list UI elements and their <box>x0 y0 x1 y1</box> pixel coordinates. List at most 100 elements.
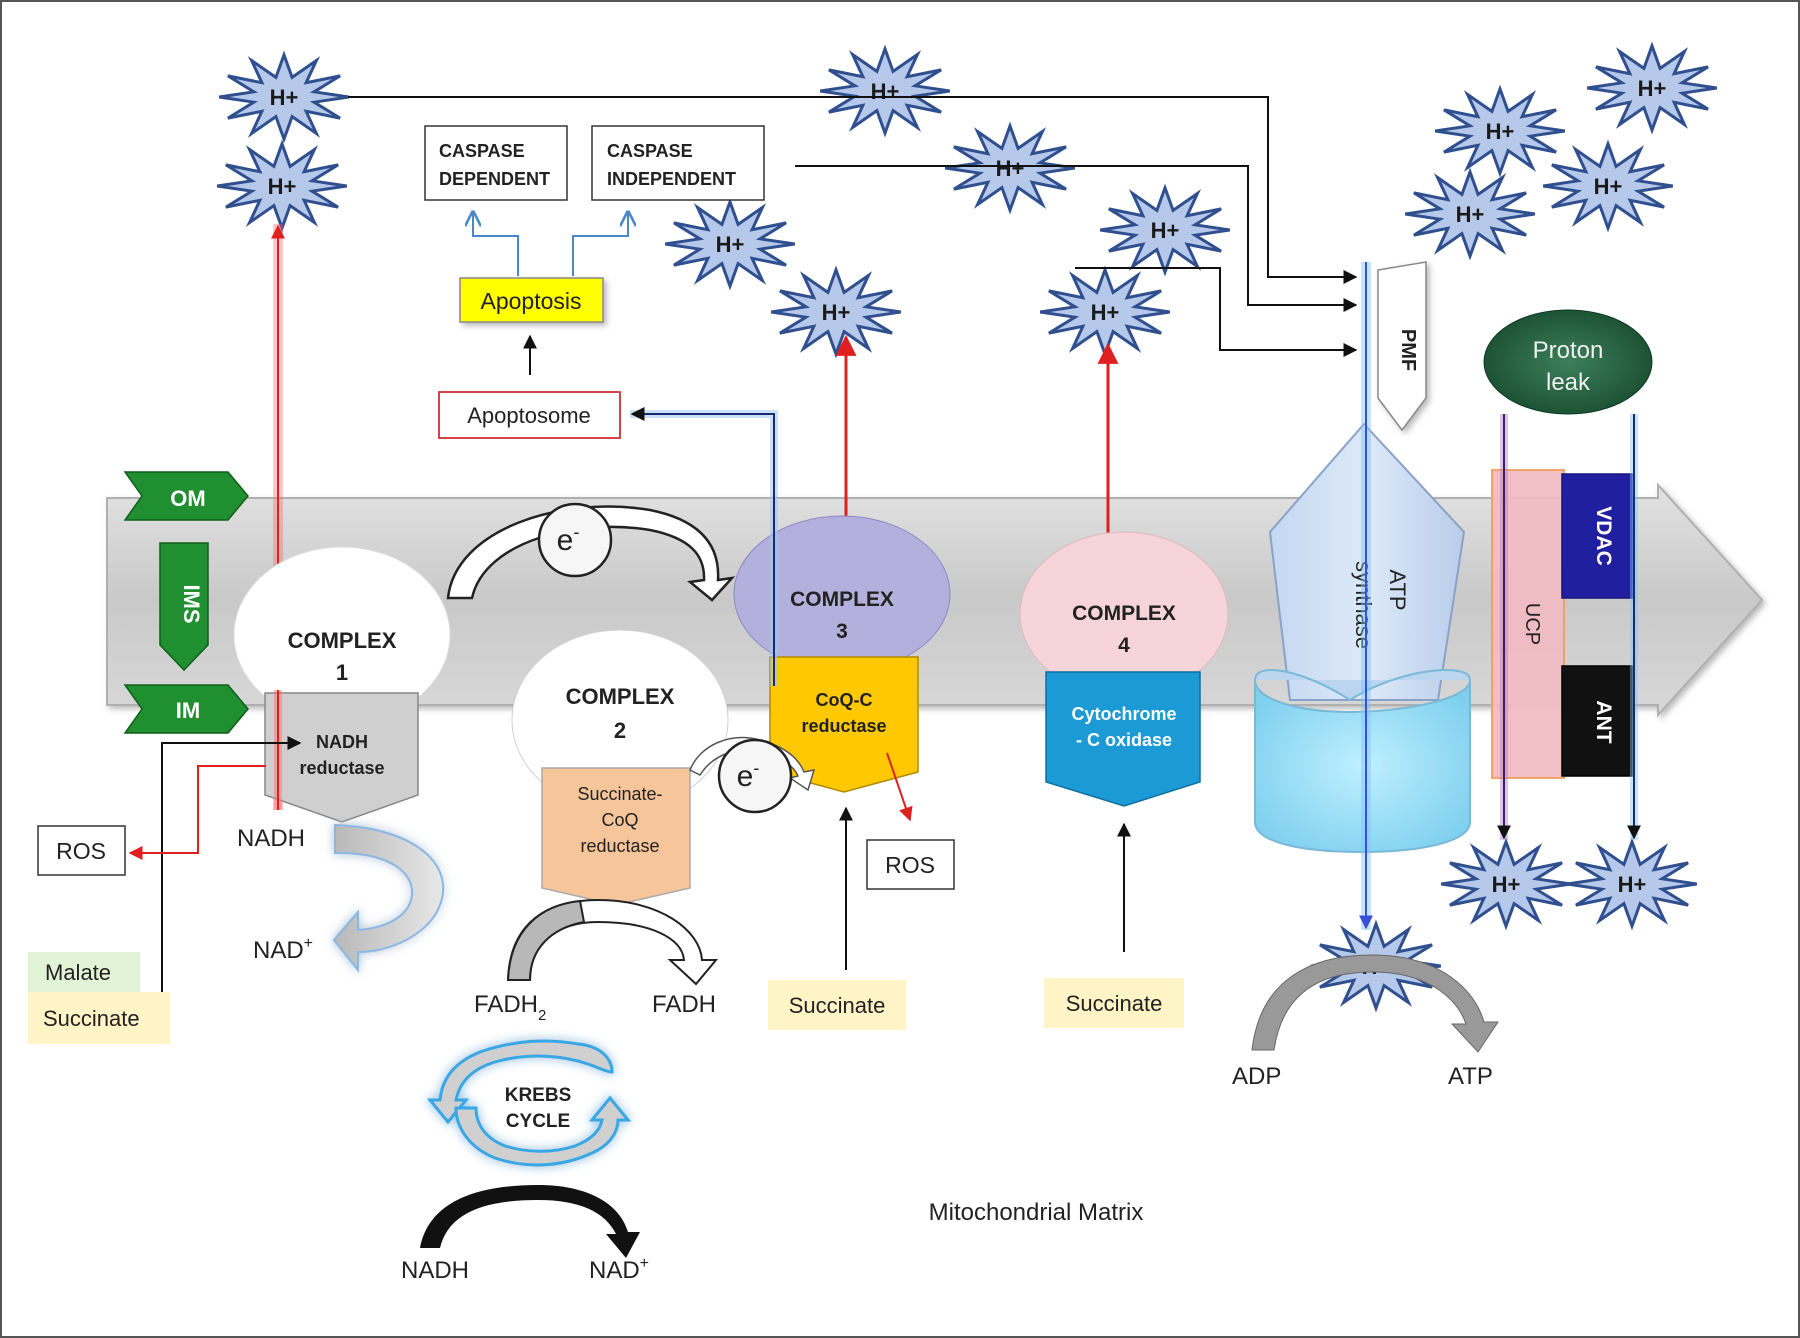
hplus-label: H+ <box>1456 202 1485 227</box>
pmf-line-1 <box>348 96 1358 284</box>
malate-succinate-box: Malate Succinate <box>28 952 170 1044</box>
hplus-star-7: H+ <box>819 44 951 138</box>
hplus-label: H+ <box>1594 174 1623 199</box>
atp-synthase-line1: ATP <box>1385 569 1410 610</box>
complex1-title: COMPLEX <box>288 628 397 653</box>
complex-2: COMPLEX 2 Succinate- CoQ reductase <box>511 629 729 906</box>
complex1-sub-line2: reductase <box>299 758 384 778</box>
complex2-title: COMPLEX <box>566 684 675 709</box>
hplus-star-shape <box>1542 139 1674 233</box>
nad-label-1: NAD+ <box>253 935 313 964</box>
atp-synthase-f1-cylinder <box>1254 679 1471 854</box>
electron-top: e- <box>537 502 613 578</box>
hplus-star-14: H+ <box>1440 837 1572 931</box>
complex2-sub-line3: reductase <box>580 836 659 856</box>
hplus-star-12: H+ <box>1404 167 1536 261</box>
pmf-arrow: PMF <box>1377 261 1427 432</box>
branch-to-dependent <box>473 212 519 276</box>
im-arrow: IM <box>123 684 249 734</box>
hplus-star-6: H+ <box>1099 183 1231 277</box>
hplus-label: H+ <box>270 85 299 110</box>
complex4-title: COMPLEX <box>1072 602 1176 625</box>
hplus-star-2: H+ <box>216 139 348 233</box>
om-label: OM <box>170 486 205 511</box>
nad-label-2: NAD+ <box>589 1255 649 1284</box>
caspase-independent-line1: CASPASE <box>607 141 693 161</box>
hplus-star-shape <box>1586 41 1718 135</box>
fadh2-label: FADH2 <box>474 991 546 1024</box>
complex3-sub-line1: CoQ-C <box>816 690 873 710</box>
hplus-label: H+ <box>1618 872 1647 897</box>
hplus-label: H+ <box>822 300 851 325</box>
complex4-number: 4 <box>1118 634 1130 657</box>
proton-leak: Proton leak <box>1483 309 1653 415</box>
caspase-dependent-line1: CASPASE <box>439 141 525 161</box>
succinate-label-1: Succinate <box>43 1006 140 1031</box>
hplus-star-shape <box>1440 837 1572 931</box>
complex4-sub-line1: Cytochrome <box>1071 704 1176 724</box>
complex1-number: 1 <box>336 660 348 685</box>
complex1-nadh-reductase <box>264 692 419 823</box>
hplus-label: H+ <box>716 232 745 257</box>
malate-label: Malate <box>45 960 111 985</box>
complex4-cytochrome-c-oxidase <box>1045 671 1201 807</box>
ucp-label: UCP <box>1521 603 1543 645</box>
hplus-star-shape <box>1566 837 1698 931</box>
nadh-label-1: NADH <box>237 825 305 852</box>
ims-label: IMS <box>179 584 204 623</box>
hplus-star-10: H+ <box>1586 41 1718 135</box>
atp-label: ATP <box>1448 1063 1493 1090</box>
vdac: VDAC <box>1561 473 1633 599</box>
hplus-star-shape <box>218 50 350 144</box>
hplus-star-shape <box>1434 84 1566 178</box>
caspase-independent-line2: INDEPENDENT <box>607 169 736 189</box>
im-label: IM <box>176 698 200 723</box>
hplus-label: H+ <box>1486 119 1515 144</box>
complex3-number: 3 <box>836 620 848 643</box>
apoptosis-box: Apoptosis <box>459 277 604 323</box>
complex3-to-ros-arrow <box>886 752 913 822</box>
complex2-succinate-coq-reductase <box>541 767 691 906</box>
complex-1: COMPLEX 1 NADH reductase <box>233 546 451 823</box>
hplus-star-shape <box>1404 167 1536 261</box>
complex1-to-ros-line <box>128 765 266 860</box>
ims-arrow: IMS <box>159 542 209 672</box>
succinate-label-2: Succinate <box>789 993 886 1018</box>
ant: ANT <box>1561 665 1633 777</box>
atp-synthase-line2: synthase <box>1351 561 1376 649</box>
hplus-star-9: H+ <box>1434 84 1566 178</box>
branch-to-independent <box>572 212 628 276</box>
complex-4: COMPLEX 4 Cytochrome - C oxidase <box>1019 531 1229 807</box>
hplus-label: H+ <box>1492 872 1521 897</box>
pmf-feed-lines <box>348 96 1358 357</box>
ros-label-1: ROS <box>56 838 106 864</box>
pmf-line-2 <box>795 165 1358 312</box>
complex4-sub-line2: - C oxidase <box>1076 730 1172 750</box>
pmf-line-3 <box>1075 267 1358 357</box>
krebs-line1: KREBS <box>505 1085 572 1106</box>
complex3-title: COMPLEX <box>790 588 894 611</box>
electron-top-label: e- <box>557 522 580 557</box>
ros-box-2: ROS <box>866 839 955 890</box>
caspase-dependent-line2: DEPENDENT <box>439 169 550 189</box>
hplus-label: H+ <box>1091 300 1120 325</box>
hplus-star-11: H+ <box>1542 139 1674 233</box>
hplus-star-shape <box>1099 183 1231 277</box>
complex2-sub-line1: Succinate- <box>577 784 662 804</box>
hplus-star-5: H+ <box>1039 265 1171 359</box>
caspase-independent-box: CASPASE INDEPENDENT <box>591 125 765 201</box>
ant-label: ANT <box>1592 700 1615 743</box>
adp-atp-arrow <box>1251 954 1499 1053</box>
hplus-star-4: H+ <box>770 265 902 359</box>
succinate-box-2: Succinate <box>768 980 906 1030</box>
electron-low: e- <box>717 738 793 814</box>
apoptosome-box: Apoptosome <box>438 391 621 439</box>
hplus-label: H+ <box>1638 76 1667 101</box>
apoptosome-label: Apoptosome <box>467 403 591 428</box>
hplus-label: H+ <box>871 79 900 104</box>
mitochondrial-matrix-label: Mitochondrial Matrix <box>929 1199 1144 1226</box>
proton-leak-line2: leak <box>1546 369 1591 396</box>
ros-box-1: ROS <box>37 825 126 876</box>
